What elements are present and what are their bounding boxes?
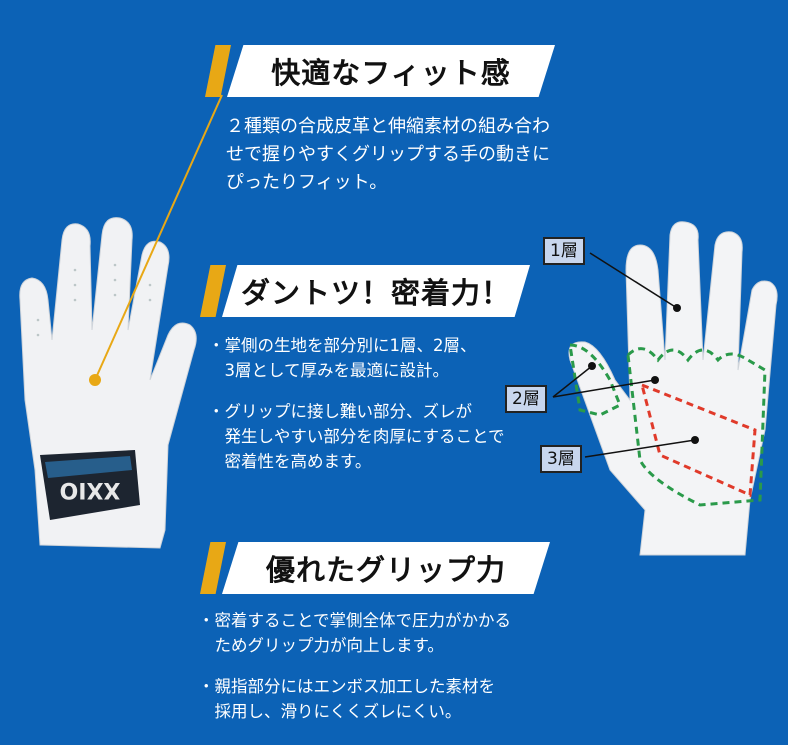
xxio-logo: XXIO [60,477,121,502]
section-adhesion-bullets: ・掌側の生地を部分別に1層、2層、 3層として厚みを最適に設計。 ・グリップに接… [208,333,505,490]
layer-3-label: 3層 [540,445,582,473]
section-grip-banner: 優れたグリップ力 [200,542,550,594]
bullet-item: ・親指部分にはエンボス加工した素材を 採用し、滑りにくくズレにくい。 [198,674,511,724]
layer-1-label: 1層 [543,237,585,265]
text-line: 密着性を高めます。 [208,452,372,471]
bullet-item: ・掌側の生地を部分別に1層、2層、 3層として厚みを最適に設計。 [208,333,505,383]
section-title: 優れたグリップ力 [222,542,550,594]
accent-stripe [205,45,231,97]
bullet-item: ・密着することで掌側全体で圧力がかかる ためグリップ力が向上します。 [198,608,511,658]
text-line: せで握りやすくグリップする手の動きに [226,144,550,165]
text-line: ・掌側の生地を部分別に1層、2層、 [208,336,477,355]
section-title: ダントツ！密着力！ [222,265,530,317]
text-line: ・グリップに接し難い部分、ズレが [208,402,472,421]
accent-stripe [200,542,226,594]
text-line: ２種類の合成皮革と伸縮素材の組み合わ [226,116,550,137]
glove-back-image: XXIO [19,217,197,549]
callout-line [94,94,223,381]
text-line: ためグリップ力が向上します。 [198,636,444,655]
layer-2-label: 2層 [505,385,547,413]
text-line: ・親指部分にはエンボス加工した素材を [198,677,495,696]
bullet-item: ・グリップに接し難い部分、ズレが 発生しやすい部分を肉厚にすることで 密着性を高… [208,399,505,474]
callout-dot [89,374,101,386]
text-line: ・密着することで掌側全体で圧力がかかる [198,611,512,630]
text-line: 3層として厚みを最適に設計。 [208,361,450,380]
glove-palm-image [568,221,778,556]
section-fit-banner: 快適なフィット感 [205,45,555,97]
section-adhesion-banner: ダントツ！密着力！ [200,265,530,317]
text-line: ぴったりフィット。 [226,172,388,193]
text-line: 採用し、滑りにくくズレにくい。 [198,702,462,721]
text-line: 発生しやすい部分を肉厚にすることで [208,427,505,446]
section-fit-text: ２種類の合成皮革と伸縮素材の組み合わ せで握りやすくグリップする手の動きに ぴっ… [226,113,550,197]
section-title: 快適なフィット感 [227,45,555,97]
section-grip-bullets: ・密着することで掌側全体で圧力がかかる ためグリップ力が向上します。 ・親指部分… [198,608,511,740]
accent-stripe [200,265,226,317]
